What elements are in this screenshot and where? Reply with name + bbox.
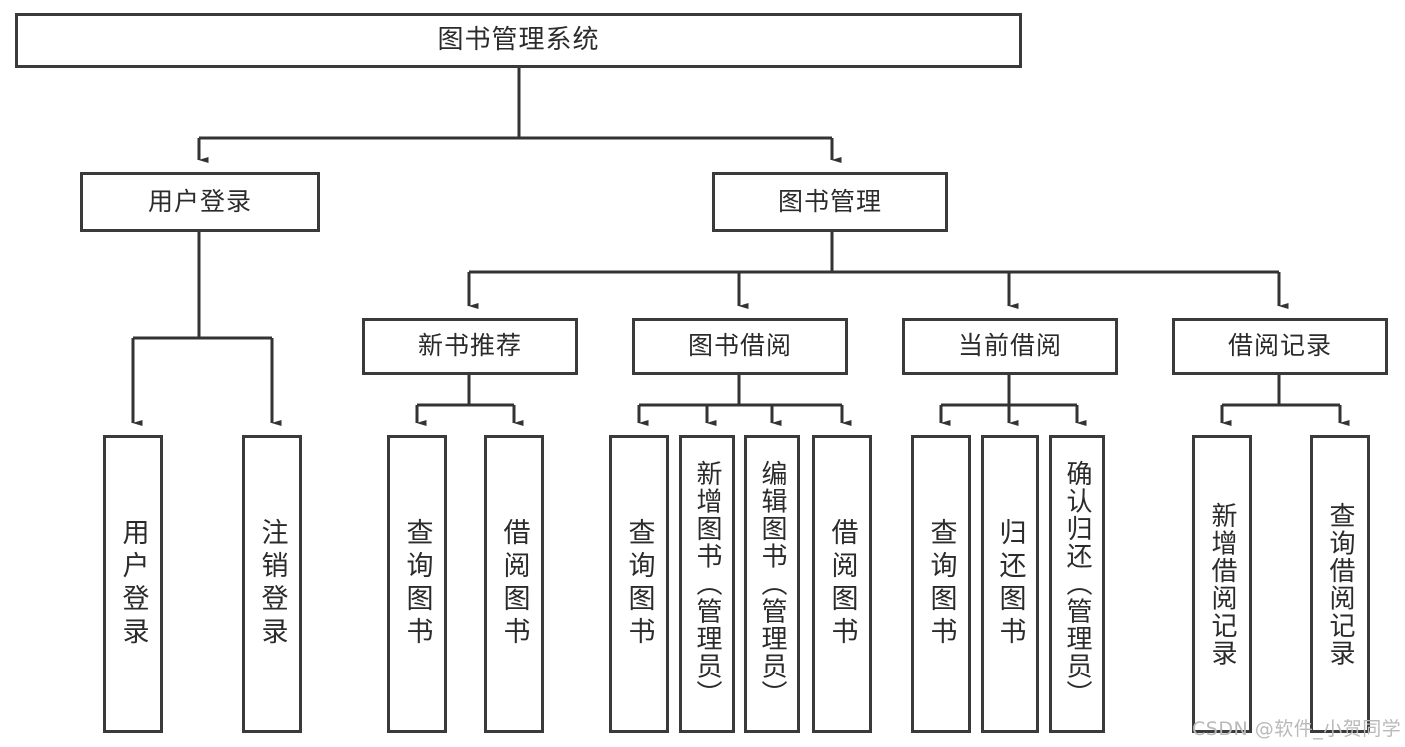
leaf-user-login[interactable]: 用户登录 <box>103 435 163 733</box>
leaf-confirm-return-admin[interactable]: 确认归还（管理员） <box>1049 435 1105 733</box>
node-borrow-record[interactable]: 借阅记录 <box>1172 318 1388 375</box>
leaf-query-book-recommend[interactable]: 查询图书 <box>387 435 447 733</box>
leaf-return-book[interactable]: 归还图书 <box>981 435 1039 733</box>
node-label: 用户登录 <box>117 518 149 650</box>
node-root-system[interactable]: 图书管理系统 <box>15 13 1022 68</box>
node-book-borrow[interactable]: 图书借阅 <box>632 318 848 375</box>
node-label: 编辑图书（管理员） <box>757 460 787 708</box>
node-label: 新增借阅记录 <box>1207 501 1237 667</box>
node-label: 借阅记录 <box>1227 331 1332 361</box>
node-user-login[interactable]: 用户登录 <box>80 172 320 232</box>
node-label: 确认归还（管理员） <box>1062 460 1092 708</box>
node-current-borrow[interactable]: 当前借阅 <box>902 318 1118 375</box>
node-label: 查询图书 <box>623 518 655 650</box>
node-label: 注销登录 <box>256 518 288 650</box>
leaf-borrow-book-recommend[interactable]: 借阅图书 <box>484 435 544 733</box>
leaf-query-borrow-record[interactable]: 查询借阅记录 <box>1310 435 1370 733</box>
node-label: 查询图书 <box>925 518 957 650</box>
node-label: 查询图书 <box>401 518 433 650</box>
leaf-query-book-borrow[interactable]: 查询图书 <box>609 435 669 733</box>
leaf-borrow-book[interactable]: 借阅图书 <box>812 435 872 733</box>
node-label: 当前借阅 <box>957 331 1062 361</box>
node-book-management[interactable]: 图书管理 <box>712 172 948 232</box>
leaf-add-borrow-record[interactable]: 新增借阅记录 <box>1192 435 1252 733</box>
node-label: 查询借阅记录 <box>1325 501 1355 667</box>
node-label: 归还图书 <box>994 518 1026 650</box>
node-label: 借阅图书 <box>498 518 530 650</box>
node-new-book-recommend[interactable]: 新书推荐 <box>362 318 578 375</box>
leaf-add-book-admin[interactable]: 新增图书（管理员） <box>679 435 735 733</box>
node-label: 借阅图书 <box>826 518 858 650</box>
node-label: 图书管理系统 <box>437 24 600 55</box>
node-label: 图书管理 <box>777 186 882 216</box>
leaf-query-book-current[interactable]: 查询图书 <box>911 435 971 733</box>
leaf-edit-book-admin[interactable]: 编辑图书（管理员） <box>744 435 800 733</box>
csdn-watermark: CSDN @软件_小贺同学 <box>1192 718 1402 740</box>
node-label: 新增图书（管理员） <box>692 460 722 708</box>
leaf-logout[interactable]: 注销登录 <box>242 435 302 733</box>
node-label: 用户登录 <box>147 186 252 216</box>
node-label: 图书借阅 <box>687 331 792 361</box>
node-label: 新书推荐 <box>417 331 522 361</box>
